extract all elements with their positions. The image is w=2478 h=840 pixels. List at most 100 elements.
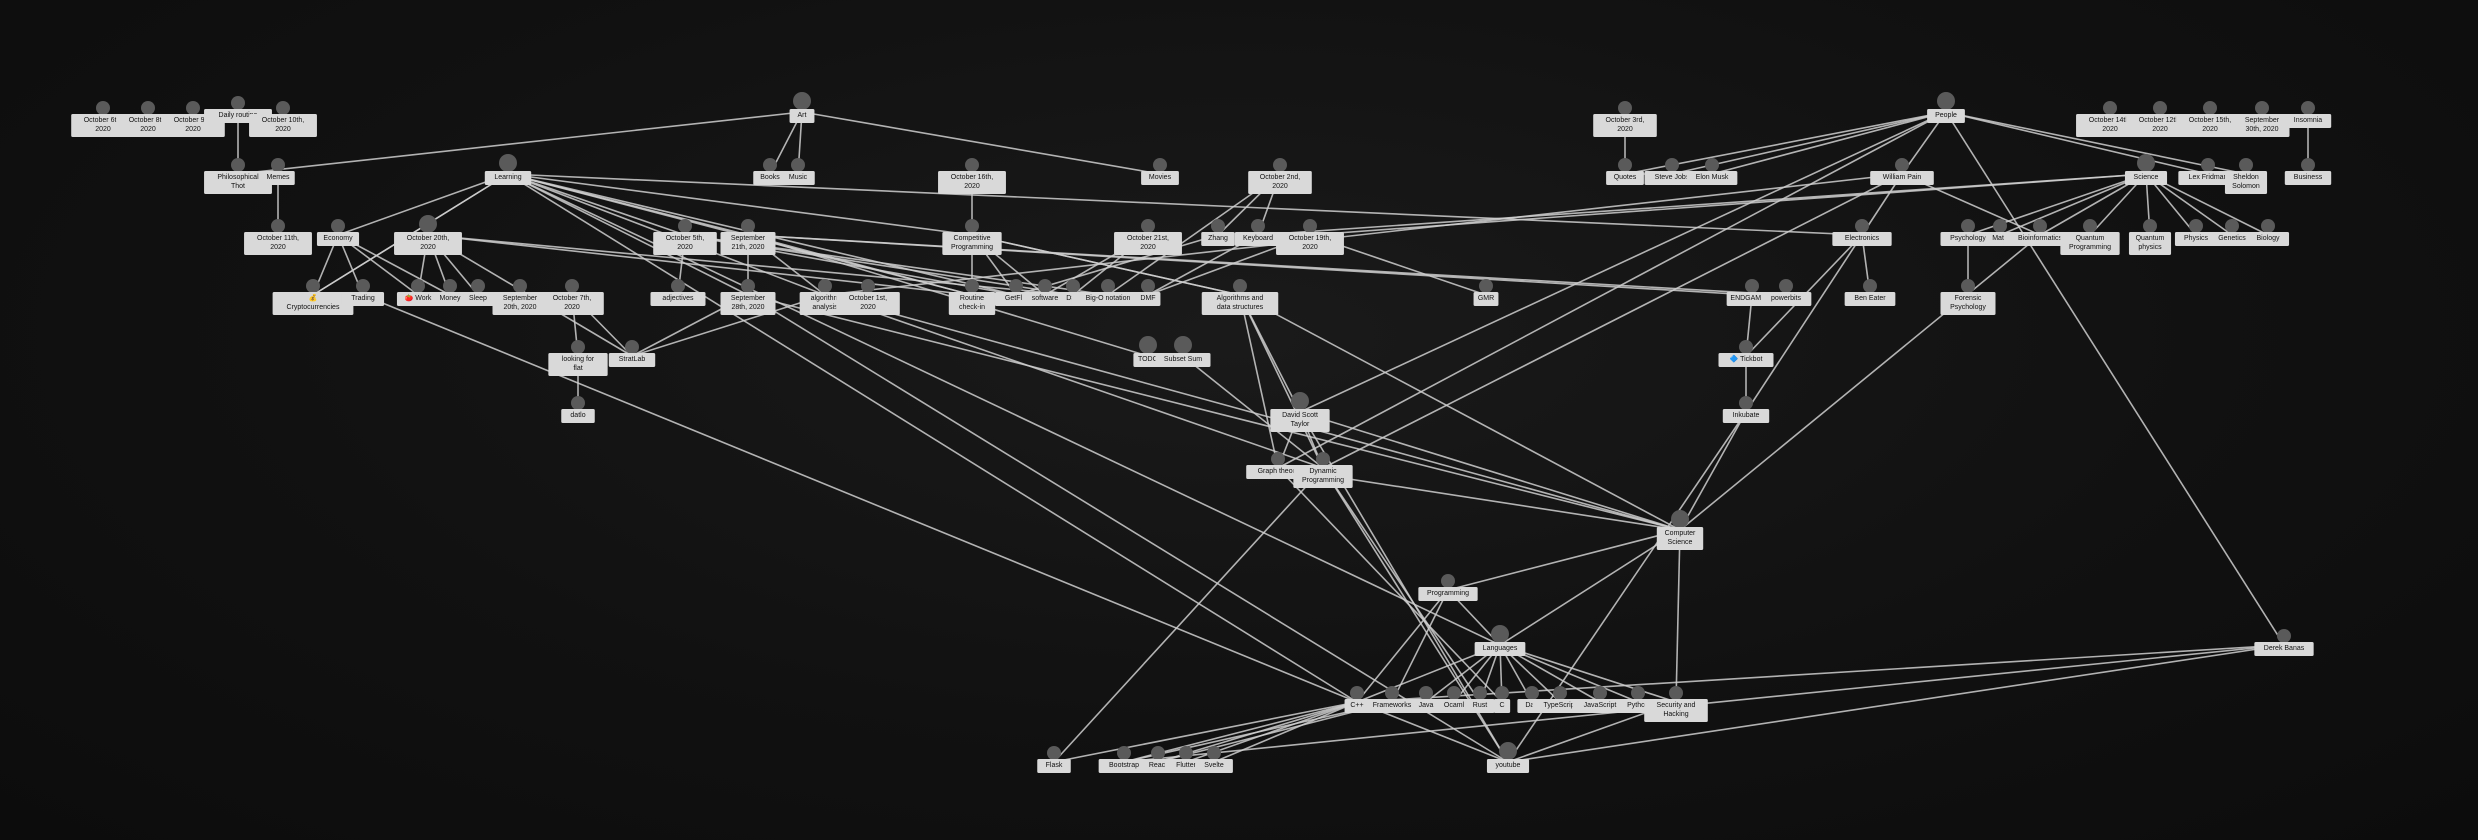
node-dot[interactable]: [793, 92, 811, 110]
node-fridman[interactable]: Lex Fridman: [2178, 158, 2238, 185]
node-dot[interactable]: [1047, 746, 1061, 760]
node-dot[interactable]: [513, 279, 527, 293]
node-dot[interactable]: [1139, 336, 1157, 354]
node-electronics[interactable]: Electronics: [1832, 219, 1892, 246]
node-ocaml[interactable]: Ocaml: [1437, 686, 1471, 713]
node-dot[interactable]: [1419, 686, 1433, 700]
node-zhang[interactable]: Zhang: [1201, 219, 1235, 246]
node-dot[interactable]: [1350, 686, 1364, 700]
node-dot[interactable]: [2301, 101, 2315, 115]
node-dot[interactable]: [356, 279, 370, 293]
node-dot[interactable]: [96, 101, 110, 115]
node-dot[interactable]: [1207, 746, 1221, 760]
node-dot[interactable]: [186, 101, 200, 115]
node-gmr[interactable]: GMR: [1473, 279, 1499, 306]
node-dot[interactable]: [1618, 158, 1632, 172]
node-dot[interactable]: [141, 101, 155, 115]
node-dot[interactable]: [625, 340, 639, 354]
node-oct15[interactable]: October 15th,2020: [2176, 101, 2244, 137]
node-dot[interactable]: [1233, 279, 1247, 293]
node-quotes[interactable]: Quotes: [1606, 158, 1644, 185]
node-oct21[interactable]: October 21st,2020: [1114, 219, 1182, 255]
node-dot[interactable]: [271, 219, 285, 233]
node-dot[interactable]: [1745, 279, 1759, 293]
node-adjectives[interactable]: adjectives: [650, 279, 706, 306]
node-dot[interactable]: [1739, 340, 1753, 354]
node-subsetsum[interactable]: Subset Sum: [1155, 336, 1211, 367]
node-dot[interactable]: [1491, 625, 1509, 643]
node-science[interactable]: Science: [2124, 154, 2168, 185]
node-dot[interactable]: [2301, 158, 2315, 172]
node-todo[interactable]: TODO: [1133, 336, 1163, 367]
node-dot[interactable]: [2143, 219, 2157, 233]
node-java[interactable]: Java: [1411, 686, 1441, 713]
node-c[interactable]: C: [1493, 686, 1511, 713]
node-dot[interactable]: [671, 279, 685, 293]
node-dot[interactable]: [1895, 158, 1909, 172]
node-dot[interactable]: [1066, 279, 1080, 293]
node-dot[interactable]: [1303, 219, 1317, 233]
node-tickbot[interactable]: 🔷 Tickbot: [1718, 340, 1774, 367]
node-dot[interactable]: [1993, 219, 2007, 233]
node-dot[interactable]: [1961, 219, 1975, 233]
node-dot[interactable]: [2189, 219, 2203, 233]
node-dot[interactable]: [1705, 158, 1719, 172]
node-powerbits[interactable]: powerbits: [1760, 279, 1812, 306]
node-dot[interactable]: [1151, 746, 1165, 760]
node-dot[interactable]: [271, 158, 285, 172]
node-dot[interactable]: [861, 279, 875, 293]
node-dot[interactable]: [1038, 279, 1052, 293]
node-dot[interactable]: [565, 279, 579, 293]
node-genetics[interactable]: Genetics: [2208, 219, 2256, 246]
node-trading[interactable]: Trading: [341, 279, 385, 306]
node-dot[interactable]: [2277, 629, 2291, 643]
node-dot[interactable]: [1179, 746, 1193, 760]
node-dot[interactable]: [1473, 686, 1487, 700]
node-javascript[interactable]: JavaScript: [1572, 686, 1628, 713]
node-dot[interactable]: [1553, 686, 1567, 700]
node-inkubate[interactable]: Inkubate: [1722, 396, 1770, 423]
node-dot[interactable]: [1251, 219, 1265, 233]
node-dot[interactable]: [1153, 158, 1167, 172]
node-dot[interactable]: [2239, 158, 2253, 172]
node-wpain[interactable]: William Pain: [1870, 158, 1934, 185]
node-dot[interactable]: [1291, 392, 1309, 410]
node-derekbanas[interactable]: Derek Banas: [2254, 629, 2314, 656]
node-oct5[interactable]: October 5th,2020: [653, 219, 717, 255]
node-dot[interactable]: [1174, 336, 1192, 354]
node-oct10[interactable]: October 10th,2020: [249, 101, 317, 137]
node-sleep[interactable]: Sleep: [461, 279, 495, 306]
node-dot[interactable]: [2201, 158, 2215, 172]
node-software[interactable]: software: [1021, 279, 1069, 306]
node-oct3[interactable]: October 3rd,2020: [1593, 101, 1657, 137]
node-money[interactable]: Money: [433, 279, 467, 306]
node-dot[interactable]: [1141, 279, 1155, 293]
node-dot[interactable]: [1385, 686, 1399, 700]
node-stratlab[interactable]: StratLab: [608, 340, 656, 367]
node-oct7[interactable]: October 7th,2020: [540, 279, 604, 315]
node-learning[interactable]: Learning: [484, 154, 532, 185]
node-dot[interactable]: [1273, 158, 1287, 172]
node-psychology[interactable]: Psychology: [1940, 219, 1996, 246]
node-dot[interactable]: [2261, 219, 2275, 233]
node-dot[interactable]: [1937, 92, 1955, 110]
node-beneater[interactable]: Ben Eater: [1844, 279, 1896, 306]
node-dot[interactable]: [1271, 452, 1285, 466]
node-datlo[interactable]: datlo: [561, 396, 595, 423]
node-dot[interactable]: [2225, 219, 2239, 233]
node-oct2[interactable]: October 2nd,2020: [1248, 158, 1312, 194]
node-dot[interactable]: [965, 279, 979, 293]
node-oct19[interactable]: October 19th,2020: [1276, 219, 1344, 255]
node-bioinfo[interactable]: Bioinformatics: [2003, 219, 2077, 246]
node-biology[interactable]: Biology: [2246, 219, 2290, 246]
node-dot[interactable]: [1671, 510, 1689, 528]
node-dot[interactable]: [2137, 154, 2155, 172]
node-dot[interactable]: [1855, 219, 1869, 233]
node-dot[interactable]: [571, 340, 585, 354]
